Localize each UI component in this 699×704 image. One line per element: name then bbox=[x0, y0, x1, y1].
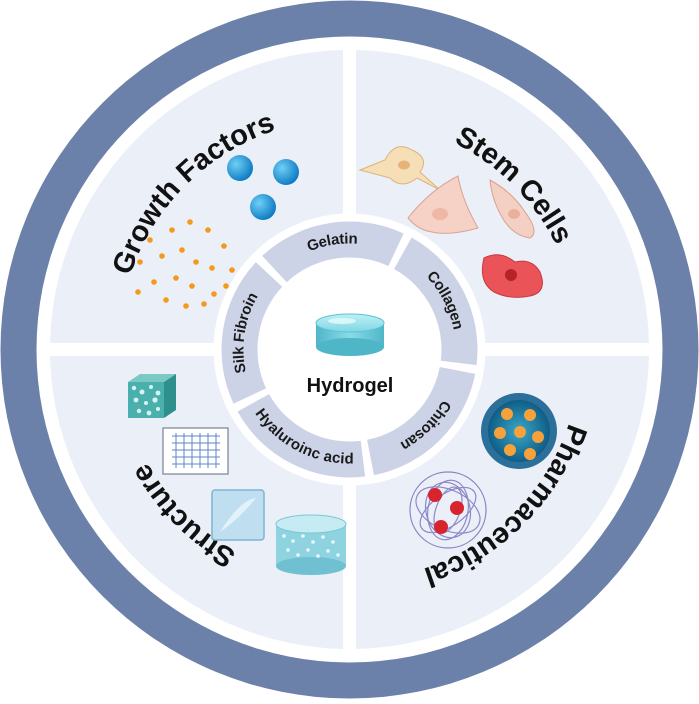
drug-capsule-icon bbox=[481, 393, 557, 469]
center-label: Hydrogel bbox=[307, 375, 394, 397]
porous-cube-icon bbox=[128, 374, 176, 418]
orange-particles-icon bbox=[135, 219, 235, 309]
segment-2 bbox=[394, 237, 478, 366]
film-icon bbox=[211, 489, 265, 541]
segment-ring bbox=[221, 221, 478, 478]
segment-4 bbox=[237, 394, 366, 478]
nanogel-icon bbox=[409, 471, 487, 549]
segment-3 bbox=[367, 367, 476, 476]
mesh-grid-icon bbox=[162, 427, 229, 475]
cell-icon bbox=[358, 146, 543, 298]
segment-5 bbox=[221, 262, 283, 404]
hydrogel-disc-icon bbox=[315, 313, 385, 356]
porous-disc-icon bbox=[275, 514, 347, 575]
segment-1 bbox=[262, 221, 404, 283]
blue-sphere-icon bbox=[227, 155, 299, 220]
